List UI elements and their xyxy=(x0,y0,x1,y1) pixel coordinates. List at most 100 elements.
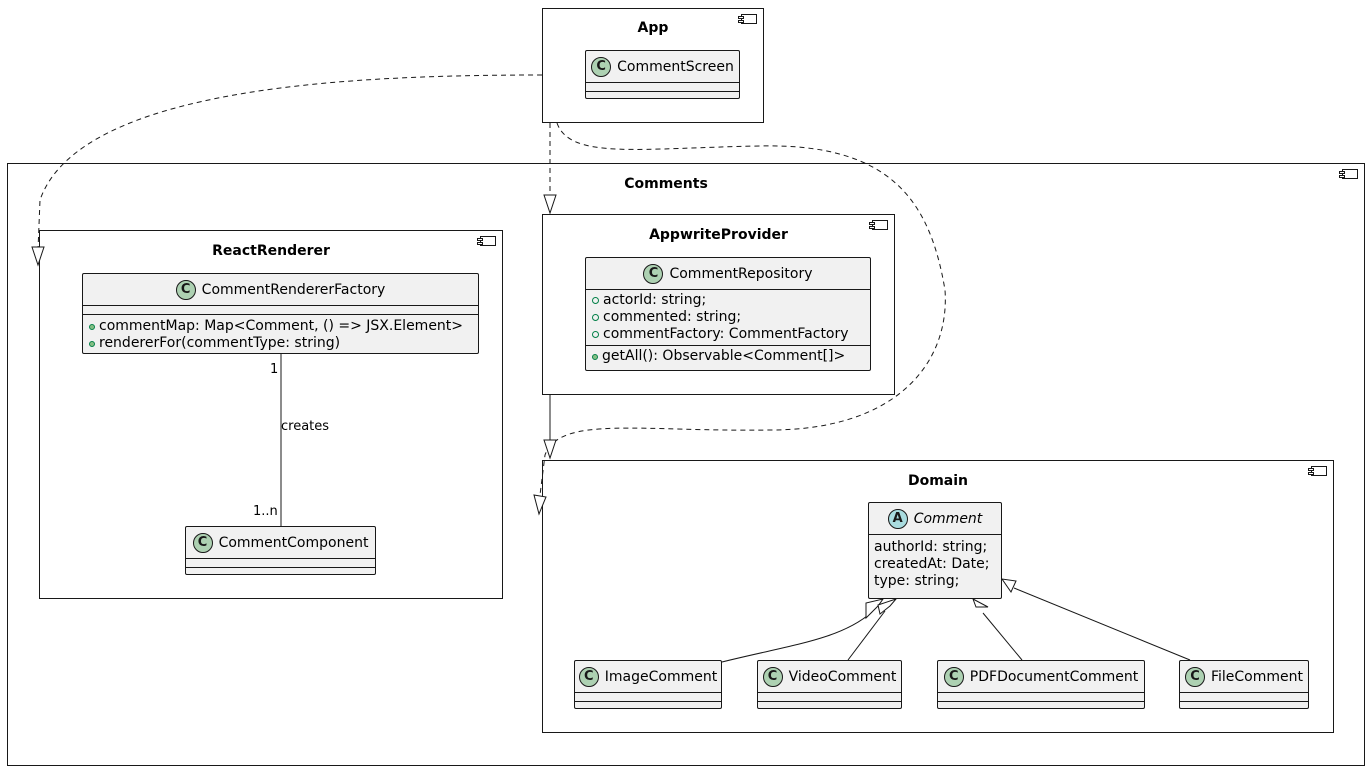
class-stereotype-icon: C xyxy=(175,279,196,300)
class-comment-repository[interactable]: C CommentRepository actorId: string; com… xyxy=(585,257,871,371)
class-methods-section xyxy=(186,568,375,576)
class-comment-renderer-factory[interactable]: C CommentRendererFactory commentMap: Map… xyxy=(82,273,479,354)
arrowhead-domain-left xyxy=(533,494,547,516)
class-name: CommentComponent xyxy=(218,534,369,551)
field-row: commented: string; xyxy=(586,309,870,326)
edge-image-comment-to-comment xyxy=(721,611,873,663)
class-methods-section xyxy=(575,702,721,710)
arrowhead-domain-top xyxy=(543,439,557,460)
field-row: createdAt: Date; xyxy=(874,556,990,572)
class-fields-section: actorId: string; commented: string; comm… xyxy=(586,290,870,346)
class-fields-section xyxy=(575,693,721,702)
edge-video-comment-to-comment xyxy=(847,610,886,661)
class-stereotype-icon: C xyxy=(578,666,599,687)
association-label-creates: creates xyxy=(281,419,330,434)
member-row: rendererFor(commentType: string) xyxy=(83,335,478,352)
class-header: C CommentComponent xyxy=(186,527,375,559)
class-comment[interactable]: A Comment authorId: string; createdAt: D… xyxy=(868,502,1002,599)
class-header: A Comment xyxy=(869,503,1001,535)
public-method-icon xyxy=(89,340,95,347)
class-header: C VideoComment xyxy=(758,661,901,693)
field-row: commentFactory: CommentFactory xyxy=(586,326,870,343)
class-header: C CommentRendererFactory xyxy=(83,274,478,306)
class-comment-component[interactable]: C CommentComponent xyxy=(185,526,376,575)
component-icon xyxy=(1308,466,1327,476)
class-name: PDFDocumentComment xyxy=(969,668,1139,685)
public-field-icon xyxy=(592,314,599,321)
edge-app-to-domain xyxy=(539,122,946,496)
class-name: ImageComment xyxy=(604,668,718,685)
class-fields-section xyxy=(586,83,739,92)
class-stereotype-icon: C xyxy=(943,666,964,687)
arrowhead-react-renderer xyxy=(31,246,45,267)
class-fields-section xyxy=(938,693,1144,702)
class-stereotype-icon: C xyxy=(192,532,213,553)
class-file-comment[interactable]: C FileComment xyxy=(1179,660,1309,709)
member-text: rendererFor(commentType: string) xyxy=(99,335,341,351)
field-text: actorId: string; xyxy=(603,292,707,308)
method-text: getAll(): Observable<Comment[]> xyxy=(602,348,846,364)
class-methods-section: getAll(): Observable<Comment[]> xyxy=(586,346,870,367)
class-video-comment[interactable]: C VideoComment xyxy=(757,660,902,709)
arrowhead-image-comment xyxy=(865,598,885,620)
field-row: actorId: string; xyxy=(586,292,870,309)
edge-file-comment-to-comment xyxy=(1013,587,1191,661)
class-name: CommentScreen xyxy=(617,58,734,75)
arrowhead-pdf-comment xyxy=(972,597,989,608)
class-stereotype-icon: C xyxy=(1184,666,1205,687)
package-appwrite-provider-title: AppwriteProvider xyxy=(649,227,788,243)
public-method-icon xyxy=(89,323,95,330)
class-header: C FileComment xyxy=(1180,661,1308,693)
component-icon xyxy=(738,14,757,24)
class-fields-section: authorId: string; createdAt: Date; type:… xyxy=(869,535,1001,594)
abstract-stereotype-icon: A xyxy=(887,508,908,529)
class-stereotype-icon: C xyxy=(591,56,612,77)
member-row: commentMap: Map<Comment, () => JSX.Eleme… xyxy=(83,318,478,335)
class-name: Comment xyxy=(913,510,983,527)
field-row: authorId: string; xyxy=(874,539,988,555)
arrowhead-video-comment xyxy=(877,597,898,615)
class-pdf-document-comment[interactable]: C PDFDocumentComment xyxy=(937,660,1145,709)
public-method-icon xyxy=(592,353,598,360)
arrowhead-appwrite-provider xyxy=(543,194,557,215)
field-text: commentFactory: CommentFactory xyxy=(603,326,849,342)
arrowhead-file-comment xyxy=(1000,578,1017,594)
edge-app-to-react-renderer xyxy=(37,74,543,251)
package-react-renderer-title: ReactRenderer xyxy=(212,243,330,259)
class-comment-screen[interactable]: C CommentScreen xyxy=(585,50,740,99)
package-domain-title: Domain xyxy=(907,473,969,489)
multiplicity-target: 1..n xyxy=(253,504,278,519)
class-name: CommentRepository xyxy=(669,265,813,282)
field-row: type: string; xyxy=(874,573,960,589)
class-header: C PDFDocumentComment xyxy=(938,661,1144,693)
class-methods-section: commentMap: Map<Comment, () => JSX.Eleme… xyxy=(83,315,478,355)
class-name: VideoComment xyxy=(788,668,897,685)
class-name: CommentRendererFactory xyxy=(201,281,386,298)
class-fields-section xyxy=(186,559,375,568)
class-methods-section xyxy=(1180,702,1308,710)
method-row: getAll(): Observable<Comment[]> xyxy=(586,348,870,365)
class-methods-section xyxy=(938,702,1144,710)
class-header: C CommentRepository xyxy=(586,258,870,290)
class-stereotype-icon: C xyxy=(643,263,664,284)
field-text: commented: string; xyxy=(603,309,742,325)
class-image-comment[interactable]: C ImageComment xyxy=(574,660,722,709)
class-name: FileComment xyxy=(1210,668,1304,685)
member-text: commentMap: Map<Comment, () => JSX.Eleme… xyxy=(99,318,464,334)
component-icon xyxy=(869,220,888,230)
class-stereotype-icon: C xyxy=(762,666,783,687)
public-field-icon xyxy=(592,297,599,304)
class-fields-section xyxy=(1180,693,1308,702)
class-fields-section xyxy=(758,693,901,702)
public-field-icon xyxy=(592,331,599,338)
package-comments-title: Comments xyxy=(624,176,708,192)
class-header: C ImageComment xyxy=(575,661,721,693)
class-fields-section xyxy=(83,306,478,315)
component-icon xyxy=(1339,169,1358,179)
package-app-title: App xyxy=(637,20,669,36)
edge-pdf-comment-to-comment xyxy=(982,612,1023,661)
class-methods-section xyxy=(758,702,901,710)
component-icon xyxy=(477,236,496,246)
class-header: C CommentScreen xyxy=(586,51,739,83)
